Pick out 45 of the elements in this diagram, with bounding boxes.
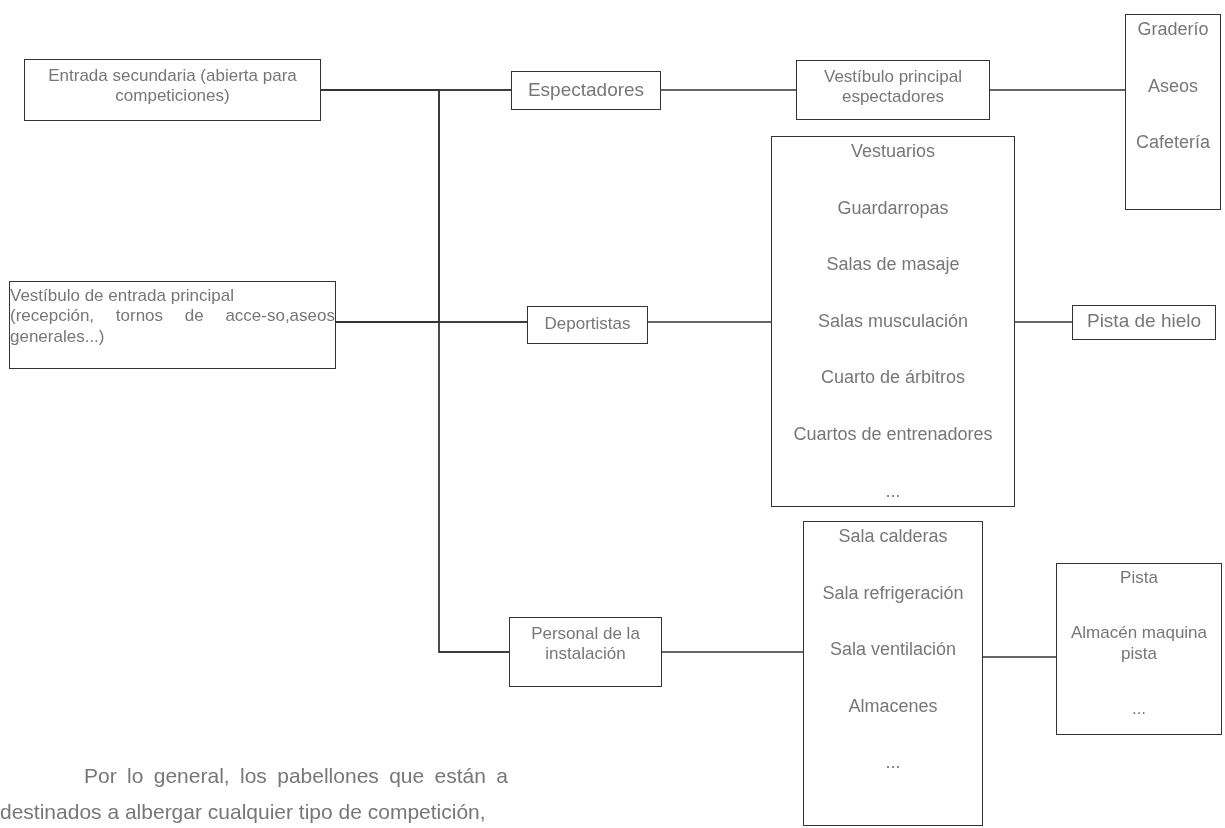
process-box <box>1072 305 1216 340</box>
box-label: Sala refrigeración <box>821 582 965 605</box>
box-label: Deportistas <box>543 314 632 335</box>
box-label: (recepción, tornos de acce-so,aseos generales...) <box>10 306 335 348</box>
box-label: Sala calderas <box>837 526 949 548</box>
box-label: Vestíbulo de entrada principal <box>10 286 235 307</box>
box-label: Pista <box>1119 568 1159 589</box>
connector-line <box>982 656 1057 658</box>
process-box <box>9 281 336 369</box>
room-list-box <box>1056 563 1222 735</box>
box-label: Almacén maquina pista <box>1069 623 1209 665</box>
process-box <box>24 59 321 121</box>
box-label: Cafetería <box>1134 132 1211 154</box>
connector-line <box>1014 321 1073 323</box>
box-label: ... <box>884 752 902 774</box>
box-label: Entrada secundaria (abierta para competiciones) <box>47 66 298 107</box>
connector-line <box>647 321 772 323</box>
process-box <box>796 60 990 120</box>
room-list-box <box>803 521 983 826</box>
box-label: Sala ventilación <box>828 639 958 661</box>
connector-line <box>989 89 1126 91</box>
box-label: Cuarto de árbitros <box>819 367 967 389</box>
process-box <box>527 306 648 344</box>
connector-line <box>661 651 804 653</box>
room-list-box <box>771 136 1015 507</box>
box-label: Salas musculación <box>816 310 970 333</box>
box-label: Pista de hielo <box>1085 310 1203 333</box>
box-label: Salas de masaje <box>825 254 961 276</box>
box-label: Personal de la instalación <box>530 624 641 665</box>
box-label: Vestuarios <box>849 141 937 163</box>
paragraph-text: Por lo general, los pabellones que están a destinados a albergar cualquier tipo de competición, <box>0 763 508 825</box>
box-label: Cuartos de entrenadores <box>792 423 994 446</box>
box-label: Graderío <box>1136 19 1210 41</box>
box-label: Espectadores <box>526 79 646 102</box>
box-label: Almacenes <box>847 695 939 718</box>
connector-line <box>660 89 797 91</box>
process-box <box>509 617 662 687</box>
room-list-box <box>1125 14 1221 210</box>
box-label: Vestíbulo principal espectadores <box>823 67 963 108</box>
box-label: Guardarropas <box>836 197 950 220</box>
box-label: ... <box>884 480 902 503</box>
box-label: ... <box>1130 699 1148 720</box>
box-label: Aseos <box>1147 75 1199 98</box>
process-box <box>511 71 661 110</box>
connector-line <box>335 321 510 653</box>
